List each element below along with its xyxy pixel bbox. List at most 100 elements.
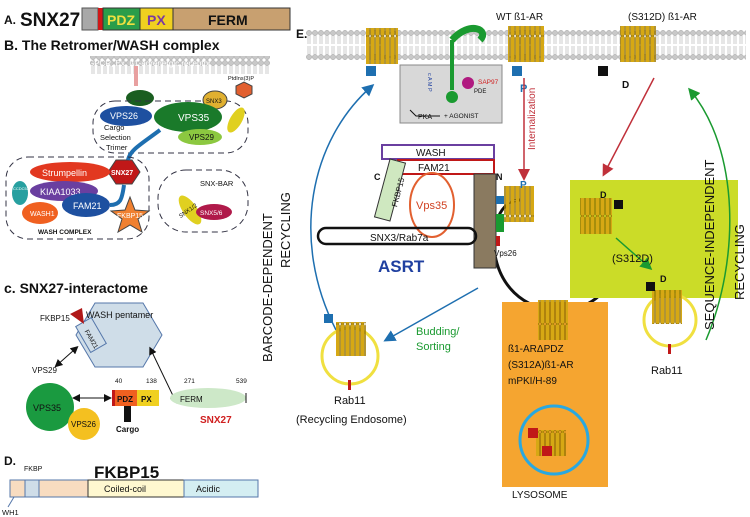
panel-c: c. SNX27-interactome WASH pentamer FAM21…	[4, 280, 247, 440]
lyso-red-square	[528, 428, 538, 438]
snx27-green-pip	[496, 214, 504, 232]
tick-271: 271	[184, 378, 195, 385]
wash1-label: WASH1	[30, 211, 55, 218]
strumpellin-blob	[30, 162, 110, 182]
blue-link	[109, 184, 126, 207]
vps26-c-label: VPS26	[71, 420, 96, 429]
arrow-wash-ferm	[149, 346, 178, 404]
rab11-left-red	[348, 380, 351, 390]
vps26-blob	[100, 106, 152, 126]
panel-d: D. FKBP15 FKBP Coiled-coil Acidic WH1	[2, 454, 259, 517]
lyso-label-1: ß1-ARΔPDZ	[508, 344, 564, 355]
fkbp15-c-label: FKBP15	[40, 314, 70, 323]
panel-d-title: FKBP15	[94, 463, 159, 482]
snx27-red-segment	[98, 8, 103, 30]
receptor-label: GPCR, Ex. ß1-adrenergic receptor	[88, 59, 211, 68]
camp-label: c A M P	[426, 73, 432, 92]
snx27-red-pip	[496, 236, 500, 246]
cargo-label-1: Cargo	[104, 123, 124, 132]
wt-b1ar-label: WT ß1-AR	[496, 12, 543, 23]
lyso-entry-helices	[538, 300, 568, 340]
fam21-label: FAM21	[73, 201, 102, 211]
coiled-coil-label: Coiled-coil	[104, 484, 146, 494]
cargo-selection-outline	[92, 100, 249, 154]
n-label: N	[496, 172, 503, 182]
tick-539: 539	[236, 378, 247, 385]
sequence-label-1: SEQUENCE-INDEPENDENT	[702, 159, 717, 330]
snx27-n-term	[81, 7, 99, 31]
px-c-label: PX	[141, 395, 152, 404]
ccdc-blob	[12, 181, 28, 205]
vps35-label: VPS35	[178, 113, 210, 124]
tick-138: 138	[146, 378, 157, 385]
lime-receptor-helices	[580, 198, 612, 234]
snx56-label: SNX5/6	[200, 210, 223, 217]
pka-path	[409, 109, 440, 117]
fkbp-label: FKBP	[24, 466, 43, 473]
pde-label: PDE	[474, 89, 486, 95]
rab11-right-label: Rab11	[651, 365, 683, 377]
cargo-bar	[124, 406, 131, 422]
panel-b: B. The Retromer/WASH complex GPCR, Ex. ß…	[4, 37, 270, 240]
ferm-c-domain	[170, 388, 246, 408]
rab11-left-label: Rab11	[334, 395, 366, 407]
lysosome-label: LYSOSOME	[512, 490, 568, 501]
sap97-arc	[449, 25, 486, 43]
fam21-blob	[62, 193, 110, 217]
barcode-label-1: BARCODE-DEPENDENT	[260, 213, 275, 362]
vps35-blob	[154, 102, 222, 132]
c-label: C	[374, 172, 381, 182]
fam21-e-label: FAM21	[418, 163, 450, 174]
snx-small-blob	[227, 107, 245, 133]
cargo-label-2: Selection	[100, 133, 131, 142]
wh1-label: WH1	[2, 508, 19, 517]
vps29-label: VPS29	[189, 133, 214, 142]
ptdins-label: PtdIns(3)P	[228, 76, 254, 82]
d-rab11-label: D	[660, 274, 667, 284]
wt-receptor-helices	[508, 26, 544, 62]
snx27-e-bar	[473, 173, 497, 269]
ccdc-label: CCDC53	[13, 186, 30, 191]
panel-b-title: B. The Retromer/WASH complex	[4, 37, 220, 53]
panel-e: E. WT ß1-AR (S312D) ß1-AR D SAP97 PDE c …	[260, 12, 747, 501]
pdz-c-label: PDZ	[117, 395, 133, 404]
cargo-c-label: Cargo	[116, 425, 139, 434]
fkbp15-star-label: FKBP15	[117, 213, 143, 220]
s312d-down-arrow	[602, 77, 655, 177]
rab11-left-blue	[324, 314, 333, 323]
rab11-left-helices	[336, 322, 366, 356]
s312d-lime-label: (S312D)	[612, 253, 653, 265]
asrt-label: ASRT	[378, 257, 425, 276]
d-lime-label: D	[600, 190, 607, 200]
recycling-endosome-label: (Recycling Endosome)	[296, 414, 407, 426]
px-label: PX	[147, 12, 166, 28]
panel-a-title: SNX27	[20, 10, 80, 31]
snx12-blob	[178, 195, 202, 225]
vps35-c-label: VPS35	[33, 403, 61, 413]
left-blue-square	[366, 66, 376, 76]
lysosome-vesicle	[518, 404, 590, 476]
fkbp15-e-bar	[373, 158, 407, 222]
pdz-label: PDZ	[107, 12, 135, 28]
pka-green-circle	[446, 91, 458, 103]
s312d-black-square	[598, 66, 608, 76]
wash-label: WASH	[416, 148, 446, 159]
acidic-label: Acidic	[196, 484, 221, 494]
wash-pentamer-label: WASH pentamer	[86, 310, 153, 320]
ferm-label: FERM	[208, 12, 248, 28]
wash-pentamer-hexagon	[75, 302, 163, 368]
barcode-arrow	[310, 84, 375, 331]
s312d-b1ar-label: (S312D) ß1-AR	[628, 12, 697, 23]
cargo-blob	[126, 90, 154, 106]
lyso-label-2: (S312A)ß1-AR	[508, 360, 574, 371]
internalization-label: Internalization	[527, 88, 538, 150]
vps29-blob	[178, 129, 222, 145]
vps26-label: VPS26	[110, 111, 138, 121]
strumpellin-label: Strumpellin	[42, 168, 87, 178]
vps35-e-label: Vps35	[416, 200, 447, 212]
fkbp-domain	[24, 479, 40, 498]
budding-arrow	[383, 287, 479, 342]
snx27-c-red	[112, 390, 115, 406]
ferm-c-label: FERM	[180, 395, 203, 404]
